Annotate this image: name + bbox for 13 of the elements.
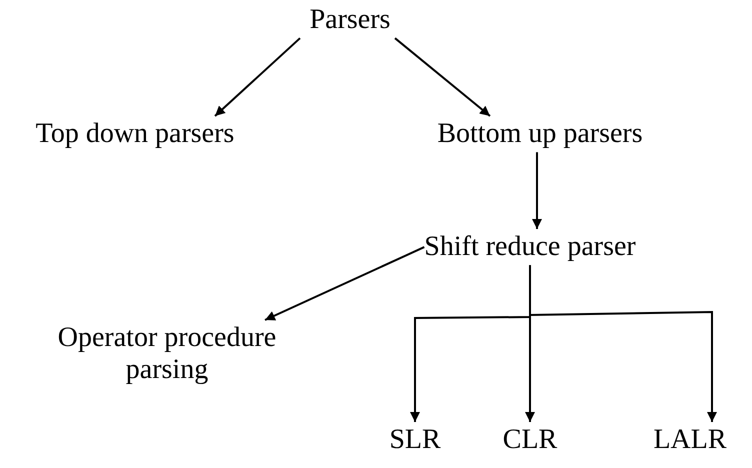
arrow xyxy=(529,265,717,422)
node-label: CLR xyxy=(502,424,558,456)
node-label: Operator procedure parsing xyxy=(56,322,278,386)
node-label: Bottom up parsers xyxy=(437,118,643,150)
node-label: Parsers xyxy=(310,4,390,36)
node-label: LALR xyxy=(653,424,727,456)
node-label: Shift reduce parser xyxy=(424,231,636,264)
arrow xyxy=(394,37,491,117)
arrow xyxy=(264,246,425,321)
node-label: SLR xyxy=(389,424,441,456)
node-label: Top down parsers xyxy=(36,118,234,150)
arrow xyxy=(532,152,542,229)
arrow xyxy=(214,37,301,117)
